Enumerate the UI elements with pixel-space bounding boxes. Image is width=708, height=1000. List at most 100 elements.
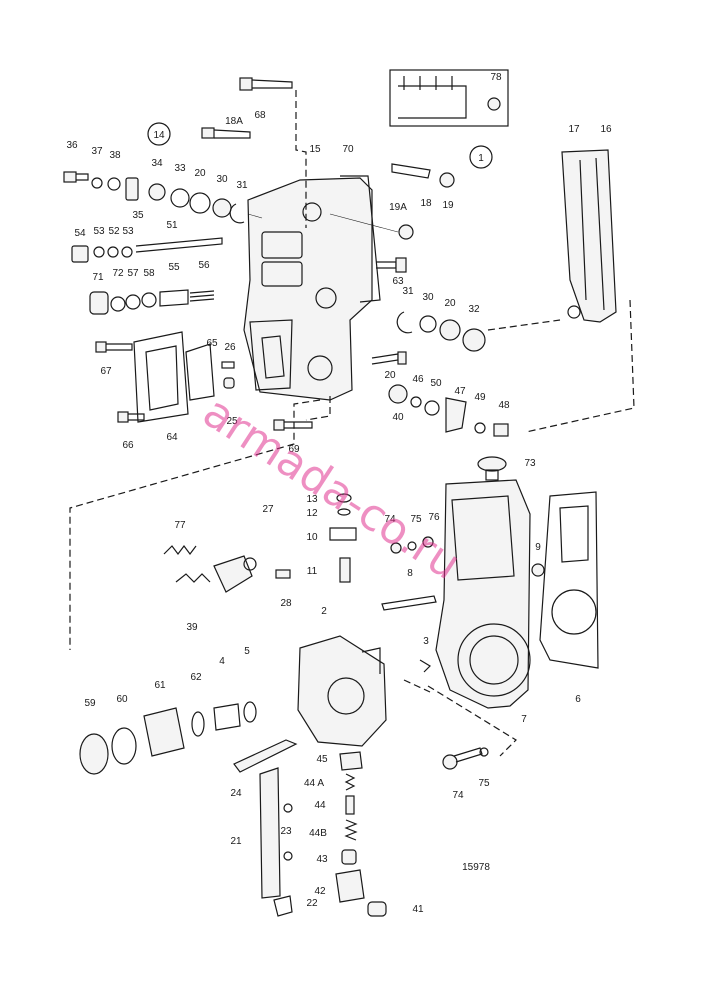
callout-label: 53 <box>93 226 105 237</box>
callout-label: 49 <box>474 392 486 403</box>
callout-label: 40 <box>392 412 404 423</box>
callout-label: 75 <box>410 514 422 525</box>
callout-label: 28 <box>280 598 292 609</box>
callout-label: 18 <box>420 198 432 209</box>
spring-77 <box>163 545 197 555</box>
callout-label: 54 <box>74 228 86 239</box>
callout-label: 33 <box>174 163 186 174</box>
bolt-68 <box>239 77 307 228</box>
bolt-66 <box>117 411 145 423</box>
callout-label: 43 <box>316 854 328 865</box>
callout-label: 39 <box>186 622 198 633</box>
callout-label: 73 <box>524 458 536 469</box>
callout-label: 21 <box>230 836 242 847</box>
callout-label: 23 <box>280 826 292 837</box>
callout-label: 6 <box>575 694 581 705</box>
pin-18 <box>391 163 431 179</box>
callout-label: 65 <box>206 338 218 349</box>
inset-box-78 <box>389 69 509 127</box>
callout-label: 34 <box>151 158 163 169</box>
callout-label: 56 <box>198 260 210 271</box>
parts-row-40-48 <box>371 351 509 437</box>
callout-label: 25 <box>226 416 238 427</box>
callout-label: 36 <box>66 140 78 151</box>
callout-label: 64 <box>166 432 178 443</box>
bolt-67 <box>95 341 133 353</box>
governor-housing-7 <box>435 479 531 709</box>
lever-17-16 <box>561 149 617 323</box>
callout-label: 5 <box>244 646 250 657</box>
callout-label: 72 <box>112 268 124 279</box>
parts-26-25 <box>221 361 235 389</box>
callout-label: 57 <box>127 268 139 279</box>
lever-24-21-22 <box>233 739 298 917</box>
callout-label: 45 <box>316 754 328 765</box>
callout-label: 24 <box>230 788 242 799</box>
callout-label: 44B <box>309 828 327 839</box>
callout-label: 60 <box>116 694 128 705</box>
callout-label: 59 <box>84 698 96 709</box>
callout-label: 53 <box>122 226 134 237</box>
callout-label: 15 <box>309 144 321 155</box>
callout-label: 12 <box>306 508 318 519</box>
callout-label: 76 <box>428 512 440 523</box>
circled-callout-label: 14 <box>153 130 165 141</box>
parts-row-71-56 <box>89 289 215 315</box>
parts-row-31-32 <box>396 311 486 352</box>
pin-18A <box>201 127 251 139</box>
callout-label: 58 <box>143 268 155 279</box>
callout-label: 20 <box>444 298 456 309</box>
callout-label: 4 <box>219 656 225 667</box>
circled-callouts: 14 1 <box>147 122 493 169</box>
callout-label: 71 <box>92 272 104 283</box>
callout-label: 63 <box>392 276 404 287</box>
bolt-69 <box>273 419 313 431</box>
callout-label: 17 <box>568 124 580 135</box>
connector-line-middle <box>69 399 321 650</box>
bolt-74-washer-75 <box>442 747 489 770</box>
callout-label: 18A <box>225 116 243 127</box>
callout-label: 77 <box>174 520 186 531</box>
callout-label: 22 <box>306 898 318 909</box>
callout-label: 20 <box>194 168 206 179</box>
callout-label: 32 <box>468 304 480 315</box>
callout-label: 13 <box>306 494 318 505</box>
callout-label: 44 A <box>304 778 324 789</box>
callout-label: 30 <box>216 174 228 185</box>
callout-label: 69 <box>288 444 300 455</box>
bolt-63 <box>376 257 407 273</box>
parts-13-12-10-11 <box>329 493 357 583</box>
callout-label: 78 <box>490 72 502 83</box>
callout-label: 9 <box>535 542 541 553</box>
callout-label: 51 <box>166 220 178 231</box>
callout-label: 62 <box>190 672 202 683</box>
nut-19 <box>439 172 455 188</box>
callout-label: 50 <box>430 378 442 389</box>
callout-label: 26 <box>224 342 236 353</box>
parts-row-36-31 <box>63 171 263 224</box>
callout-label: 66 <box>122 440 134 451</box>
callout-label: 44 <box>314 800 326 811</box>
callout-label: 8 <box>407 568 413 579</box>
parts-74-75-76 <box>390 536 434 554</box>
circled-callout-label: 1 <box>478 153 484 164</box>
callout-label: 3 <box>423 636 429 647</box>
callout-label: 31 <box>402 286 414 297</box>
callout-label: 31 <box>236 180 248 191</box>
callout-label: 48 <box>498 400 510 411</box>
gasket-64 <box>133 331 189 423</box>
callout-label: 75 <box>478 778 490 789</box>
callout-label: 42 <box>314 886 326 897</box>
pin-3 <box>419 659 431 673</box>
callout-label: 37 <box>91 146 103 157</box>
gasket-65 <box>185 343 215 401</box>
parts-stack-45-41 <box>335 751 387 917</box>
callout-label: 61 <box>154 680 166 691</box>
callout-label: 7 <box>521 714 527 725</box>
callout-label: 68 <box>254 110 266 121</box>
callout-label: 16 <box>600 124 612 135</box>
callout-label: 19 <box>442 200 454 211</box>
callout-label: 20 <box>384 370 396 381</box>
